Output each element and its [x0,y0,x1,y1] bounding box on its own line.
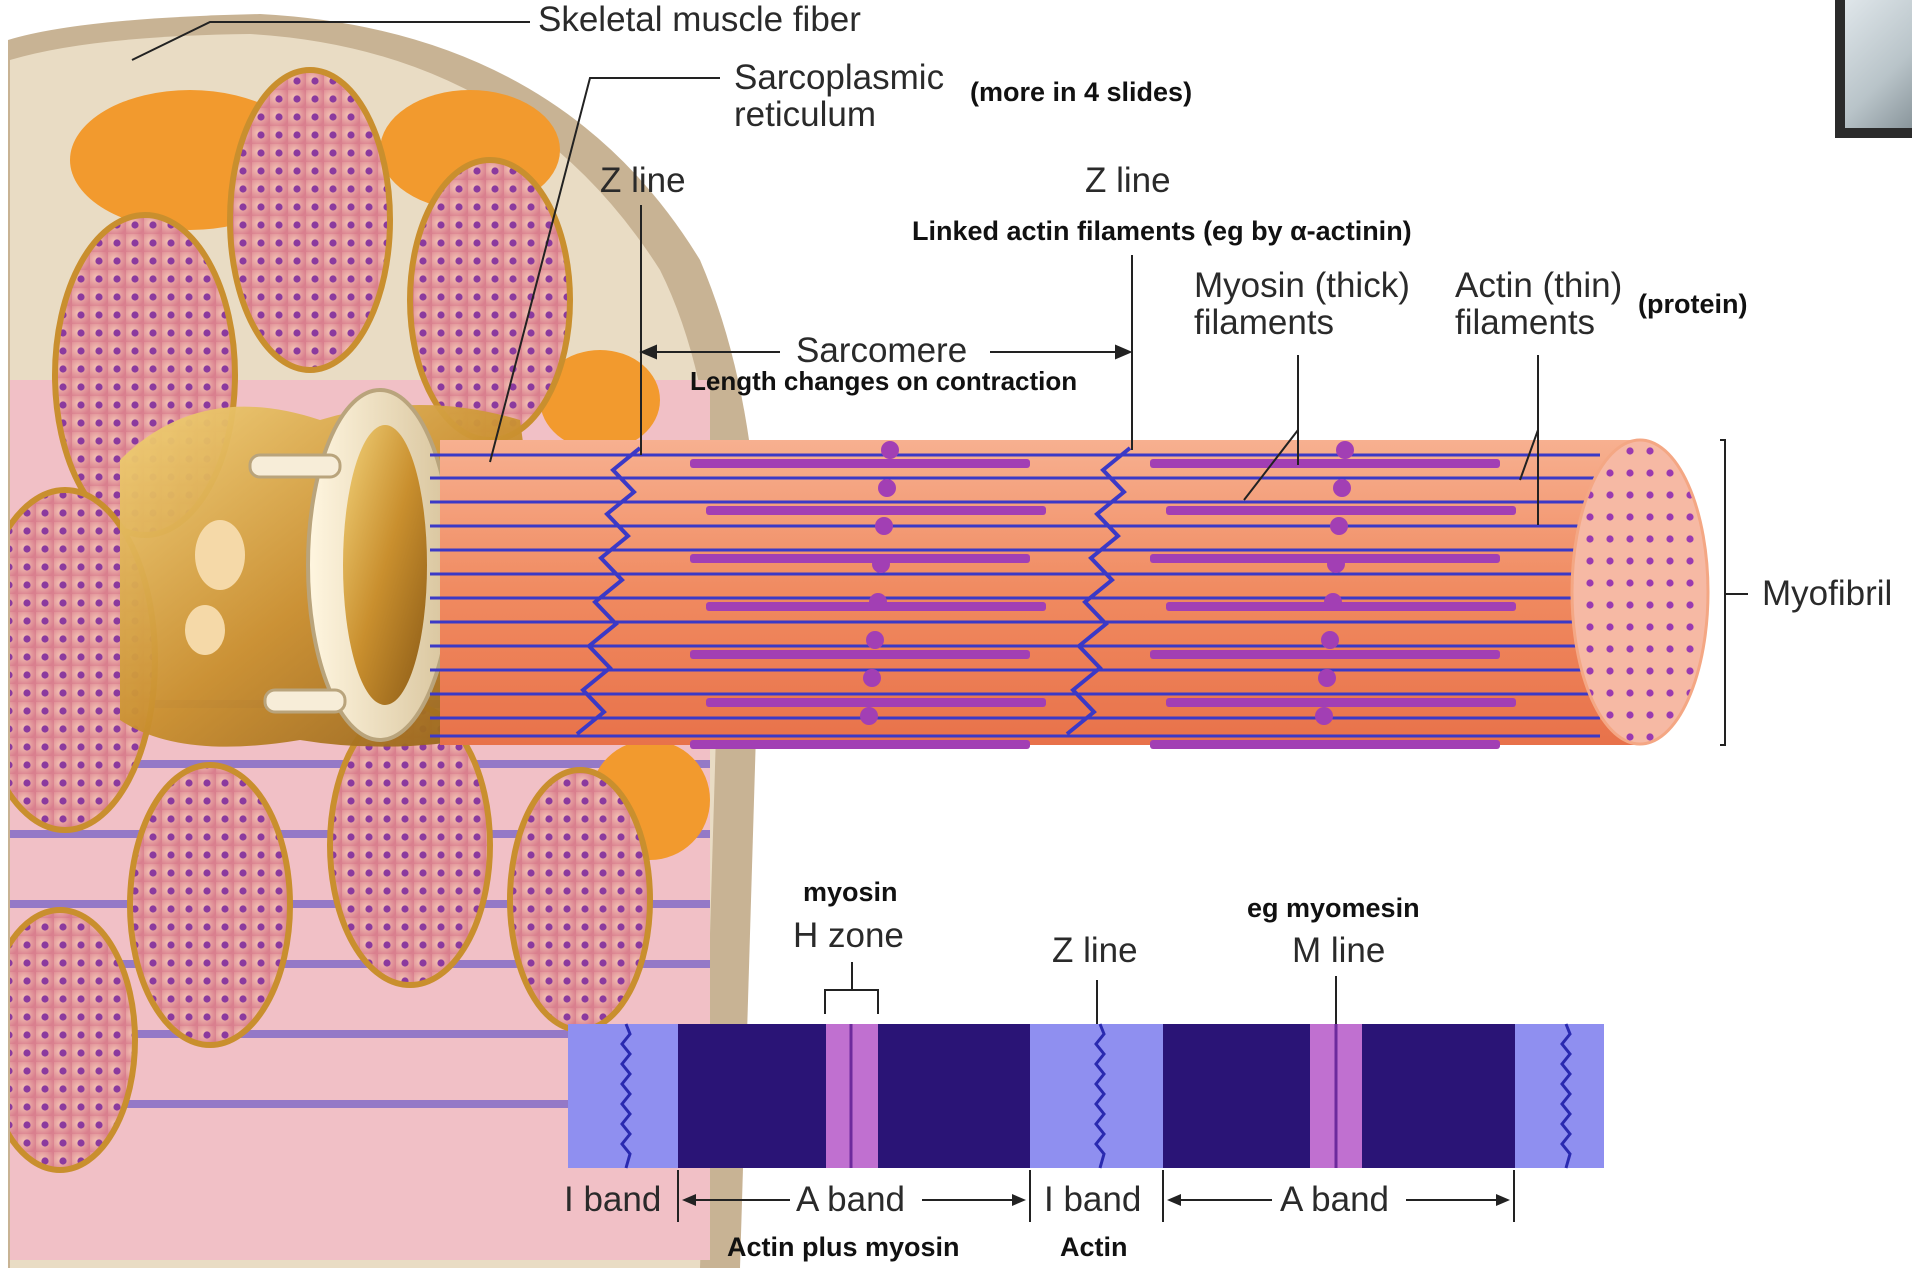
thick-filament [1166,602,1516,611]
m-line-bead [1327,555,1345,573]
label-skeletal-muscle-fiber: Skeletal muscle fiber [538,0,861,39]
note-m-line: eg myomesin [1247,893,1420,923]
label-i-band-left: I band [564,1180,662,1219]
m-line-bead [869,593,887,611]
note-actin: Actin [1060,1232,1128,1262]
m-line-bead [875,517,893,535]
label-m-line: M line [1292,931,1386,970]
thick-filament [690,650,1030,659]
thick-filament [1166,506,1516,515]
note-sarcomere-length: Length changes on contraction [690,366,1078,396]
m-line-bead [866,631,884,649]
leader-lines [131,21,1748,746]
thick-filament [1150,740,1500,749]
note-protein: (protein) [1638,289,1748,319]
thick-filament [690,459,1030,468]
thick-filament [1166,698,1516,707]
note-more-in-slides: (more in 4 slides) [970,77,1193,107]
label-myosin-filaments: Myosin (thick) filaments [1194,266,1410,342]
label-i-band-mid: I band [1044,1180,1142,1219]
band-leaders [677,962,1515,1222]
m-line-bead [1330,517,1348,535]
z-line-zigzag [575,446,642,736]
label-a-band-left: A band [796,1180,905,1219]
m-line-bead [1321,631,1339,649]
label-z-line-left: Z line [600,161,686,200]
m-line-bead [1333,479,1351,497]
label-h-zone: H zone [793,916,904,955]
note-linked-actin: Linked actin filaments (eg by α-actinin) [912,216,1412,246]
label-sarcomere: Sarcomere [796,331,968,370]
label-z-line-right: Z line [1085,161,1171,200]
label-z-line-band: Z line [1052,931,1138,970]
note-actin-plus-myosin: Actin plus myosin [727,1232,960,1262]
thick-filament [1150,554,1500,563]
thick-filament [690,740,1030,749]
m-line-bead [881,441,899,459]
thick-filament [1150,459,1500,468]
note-h-zone-myosin: myosin [803,877,898,907]
label-a-band-right: A band [1280,1180,1389,1219]
band-arrowheads [682,1194,1510,1206]
myofibril-cylinder [430,438,1710,749]
z-line-zigzag [1065,446,1132,736]
thick-filament [690,554,1030,563]
m-line-bead [1315,707,1333,725]
m-line-bead [872,555,890,573]
m-line-bead [863,669,881,687]
m-line-bead [1318,669,1336,687]
label-sarcoplasmic-reticulum: Sarcoplasmic reticulum [734,58,945,134]
thick-filament [706,698,1046,707]
band-diagram [568,1023,1604,1169]
presenter-video-thumbnail[interactable] [1835,0,1912,138]
m-line-bead [1336,441,1354,459]
label-myofibril: Myofibril [1762,574,1893,613]
presenter-video-frame [1845,0,1912,128]
m-line-bead [878,479,896,497]
m-line-bead [860,707,878,725]
m-line-bead [1324,593,1342,611]
sarcomere-arrow [639,344,1133,360]
label-actin-filaments: Actin (thin) filaments [1455,266,1623,342]
thick-filament [706,506,1046,515]
thick-filament [1150,650,1500,659]
